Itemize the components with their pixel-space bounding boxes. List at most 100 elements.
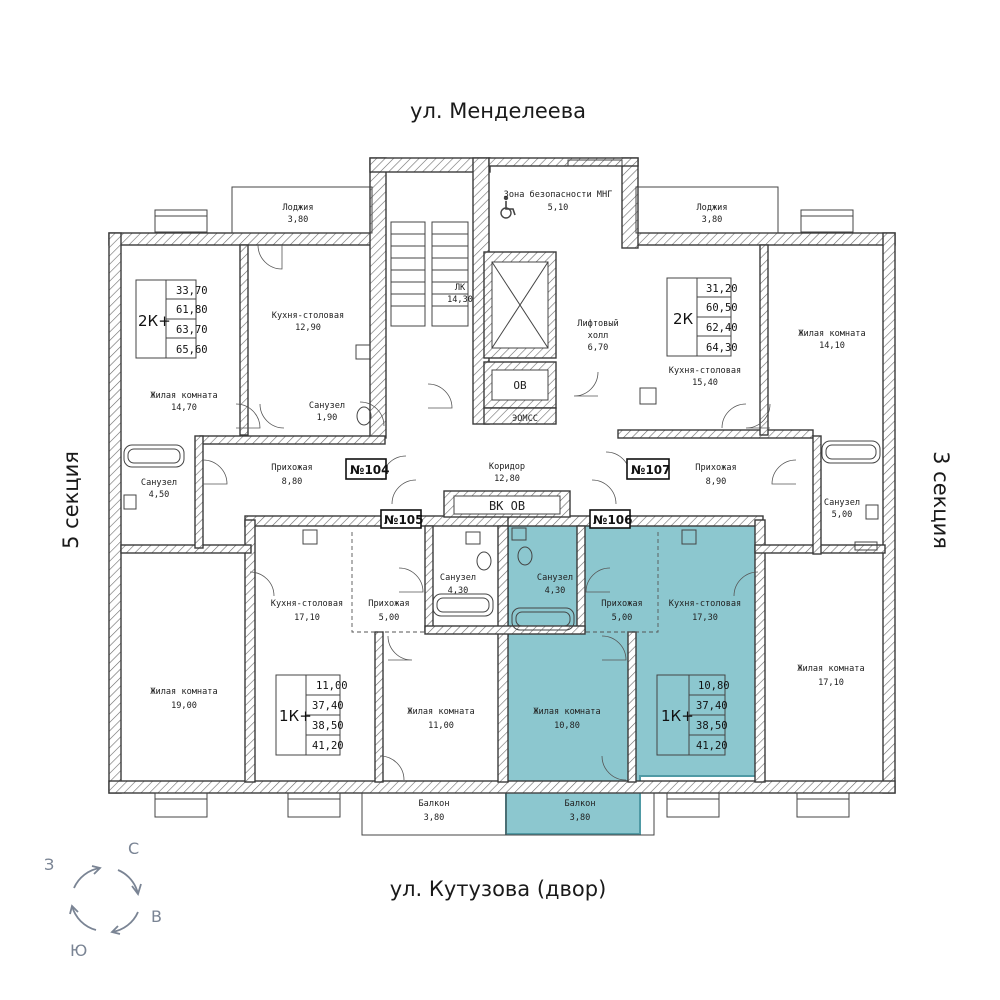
- kitchen-106-name: Кухня-столовая: [669, 599, 741, 609]
- living-105-name: Жилая комната: [407, 707, 474, 717]
- wall-105-inner: [374, 631, 384, 783]
- loggia-east-area: 3,80: [702, 215, 723, 225]
- street-south: ул. Кутузова (двор): [390, 877, 607, 901]
- vk-ov-label: ВК ОВ: [489, 499, 525, 513]
- wall-safety-north: [488, 157, 639, 167]
- apartment-plates: №104 №105 №106 №107: [345, 458, 671, 529]
- hall-107-name: Прихожая: [695, 463, 736, 473]
- compass-icon: С В Ю З: [44, 839, 162, 960]
- kitchen-107-area: 15,40: [692, 378, 718, 388]
- lift-hall-name-1: Лифтовый: [577, 319, 618, 329]
- apartment-104-area-1: 33,70: [176, 285, 208, 297]
- wall-north-east: [624, 232, 896, 246]
- bath-107-name: Санузел: [824, 498, 860, 508]
- hall-106-name: Прихожая: [601, 599, 642, 609]
- wall-east: [882, 232, 896, 794]
- apartment-107-area-1: 31,20: [706, 283, 738, 295]
- living-106-name: Жилая комната: [533, 707, 600, 717]
- apartment-107-area-2: 60,50: [706, 302, 738, 314]
- apartment-107-number[interactable]: №107: [631, 463, 671, 477]
- balcony-west-area: 3,80: [424, 813, 445, 823]
- kitchen-107-name: Кухня-столовая: [669, 366, 741, 376]
- apartment-105-area-1: 11,00: [316, 680, 348, 692]
- kitchen-104-name: Кухня-столовая: [272, 311, 344, 321]
- bath-105-name: Санузел: [440, 573, 476, 583]
- loggia-west-name: Лоджия: [282, 203, 313, 213]
- apartment-107-area-3: 62,40: [706, 322, 738, 334]
- wall-west: [108, 232, 122, 794]
- wheelchair-icon: [500, 195, 516, 219]
- apartment-106-area-1: 10,80: [698, 680, 730, 692]
- section-west-label: 5 секция: [59, 451, 83, 549]
- living-107b-name: Жилая комната: [797, 664, 864, 674]
- living-104-area: 14,70: [171, 403, 197, 413]
- apartment-107-type: 2К: [673, 310, 694, 328]
- hall-105-name: Прихожая: [368, 599, 409, 609]
- kitchen-104-area: 12,90: [295, 323, 321, 333]
- kitchen-105-area: 17,10: [294, 613, 320, 623]
- corridor-area: 12,80: [494, 474, 520, 484]
- wall-103-north: [120, 544, 252, 554]
- kitchen-105-name: Кухня-столовая: [271, 599, 343, 609]
- dashed-thresholds: [351, 532, 659, 633]
- apartment-105-number[interactable]: №105: [384, 513, 424, 527]
- ov-top-label: ОВ: [513, 379, 527, 392]
- apartment-106-number[interactable]: №106: [593, 513, 633, 527]
- apartment-104-area-4: 65,60: [176, 344, 208, 356]
- apartment-106-area-4: 41,20: [696, 740, 728, 752]
- bath-104-name: Санузел: [141, 478, 177, 488]
- bath-105-area: 4,30: [448, 586, 469, 596]
- area-table-105: 1К+ 11,00 37,40 38,50 41,20: [275, 674, 348, 756]
- wall-corridor-nw: [199, 435, 386, 445]
- safety-zone-name: Зона безопасности МНГ: [504, 189, 613, 200]
- balcony-east-area: 3,80: [570, 813, 591, 823]
- living-107-area: 14,10: [819, 341, 845, 351]
- safety-zone-area: 5,10: [548, 203, 569, 213]
- wall-corridor-ne: [617, 429, 814, 439]
- vk-ov-shaft: [443, 490, 571, 518]
- balcony-east-name: Балкон: [564, 799, 595, 809]
- apartment-105-type: 1К+: [279, 707, 312, 725]
- doors: [202, 244, 797, 781]
- wall-106-east: [754, 519, 766, 783]
- apartment-105-area-3: 38,50: [312, 720, 344, 732]
- wall-bath-105: [424, 525, 434, 633]
- eomss-label: ЭОМСС: [512, 414, 538, 424]
- apartment-104-number[interactable]: №104: [350, 463, 390, 477]
- wall-stair-north: [369, 157, 491, 173]
- wall-bath-south: [424, 625, 586, 635]
- apartment-105-area-4: 41,20: [312, 740, 344, 752]
- apartment-104-area-2: 61,80: [176, 304, 208, 316]
- compass-north: С: [128, 839, 139, 858]
- fixtures: [123, 344, 881, 631]
- area-table-106: 1К+ 10,80 37,40 38,50 41,20: [656, 674, 730, 756]
- bath-106-area: 4,30: [545, 586, 566, 596]
- stair-name: ЛК: [455, 283, 466, 293]
- area-table-104: 2К+ 33,70 61,80 63,70 65,60: [135, 279, 208, 359]
- bath-104-small-name: Санузел: [309, 401, 345, 411]
- street-north: ул. Менделеева: [410, 99, 586, 123]
- apartment-106-type: 1К+: [661, 707, 694, 725]
- bath-107-area: 5,00: [832, 510, 853, 520]
- wall-bath-106: [576, 525, 586, 633]
- living-104-name: Жилая комната: [150, 391, 217, 401]
- lift-hall-name-2: холл: [588, 331, 609, 341]
- apartment-107-area-4: 64,30: [706, 342, 738, 354]
- hall-105-area: 5,00: [379, 613, 400, 623]
- living-103-name: Жилая комната: [150, 687, 217, 697]
- hall-107-area: 8,90: [706, 477, 727, 487]
- wall-bath-107: [812, 435, 822, 555]
- living-105-area: 11,00: [428, 721, 454, 731]
- wall-south: [108, 780, 896, 794]
- bath-106-name: Санузел: [537, 573, 573, 583]
- wall-105-106: [497, 525, 509, 783]
- loggia-west-area: 3,80: [288, 215, 309, 225]
- wall-104-partition: [239, 244, 249, 436]
- compass-west: З: [44, 855, 54, 874]
- wall-bath-104: [194, 435, 204, 549]
- lift-shaft: [483, 251, 557, 425]
- apartment-104-area-3: 63,70: [176, 324, 208, 336]
- section-east-label: 3 секция: [929, 451, 953, 549]
